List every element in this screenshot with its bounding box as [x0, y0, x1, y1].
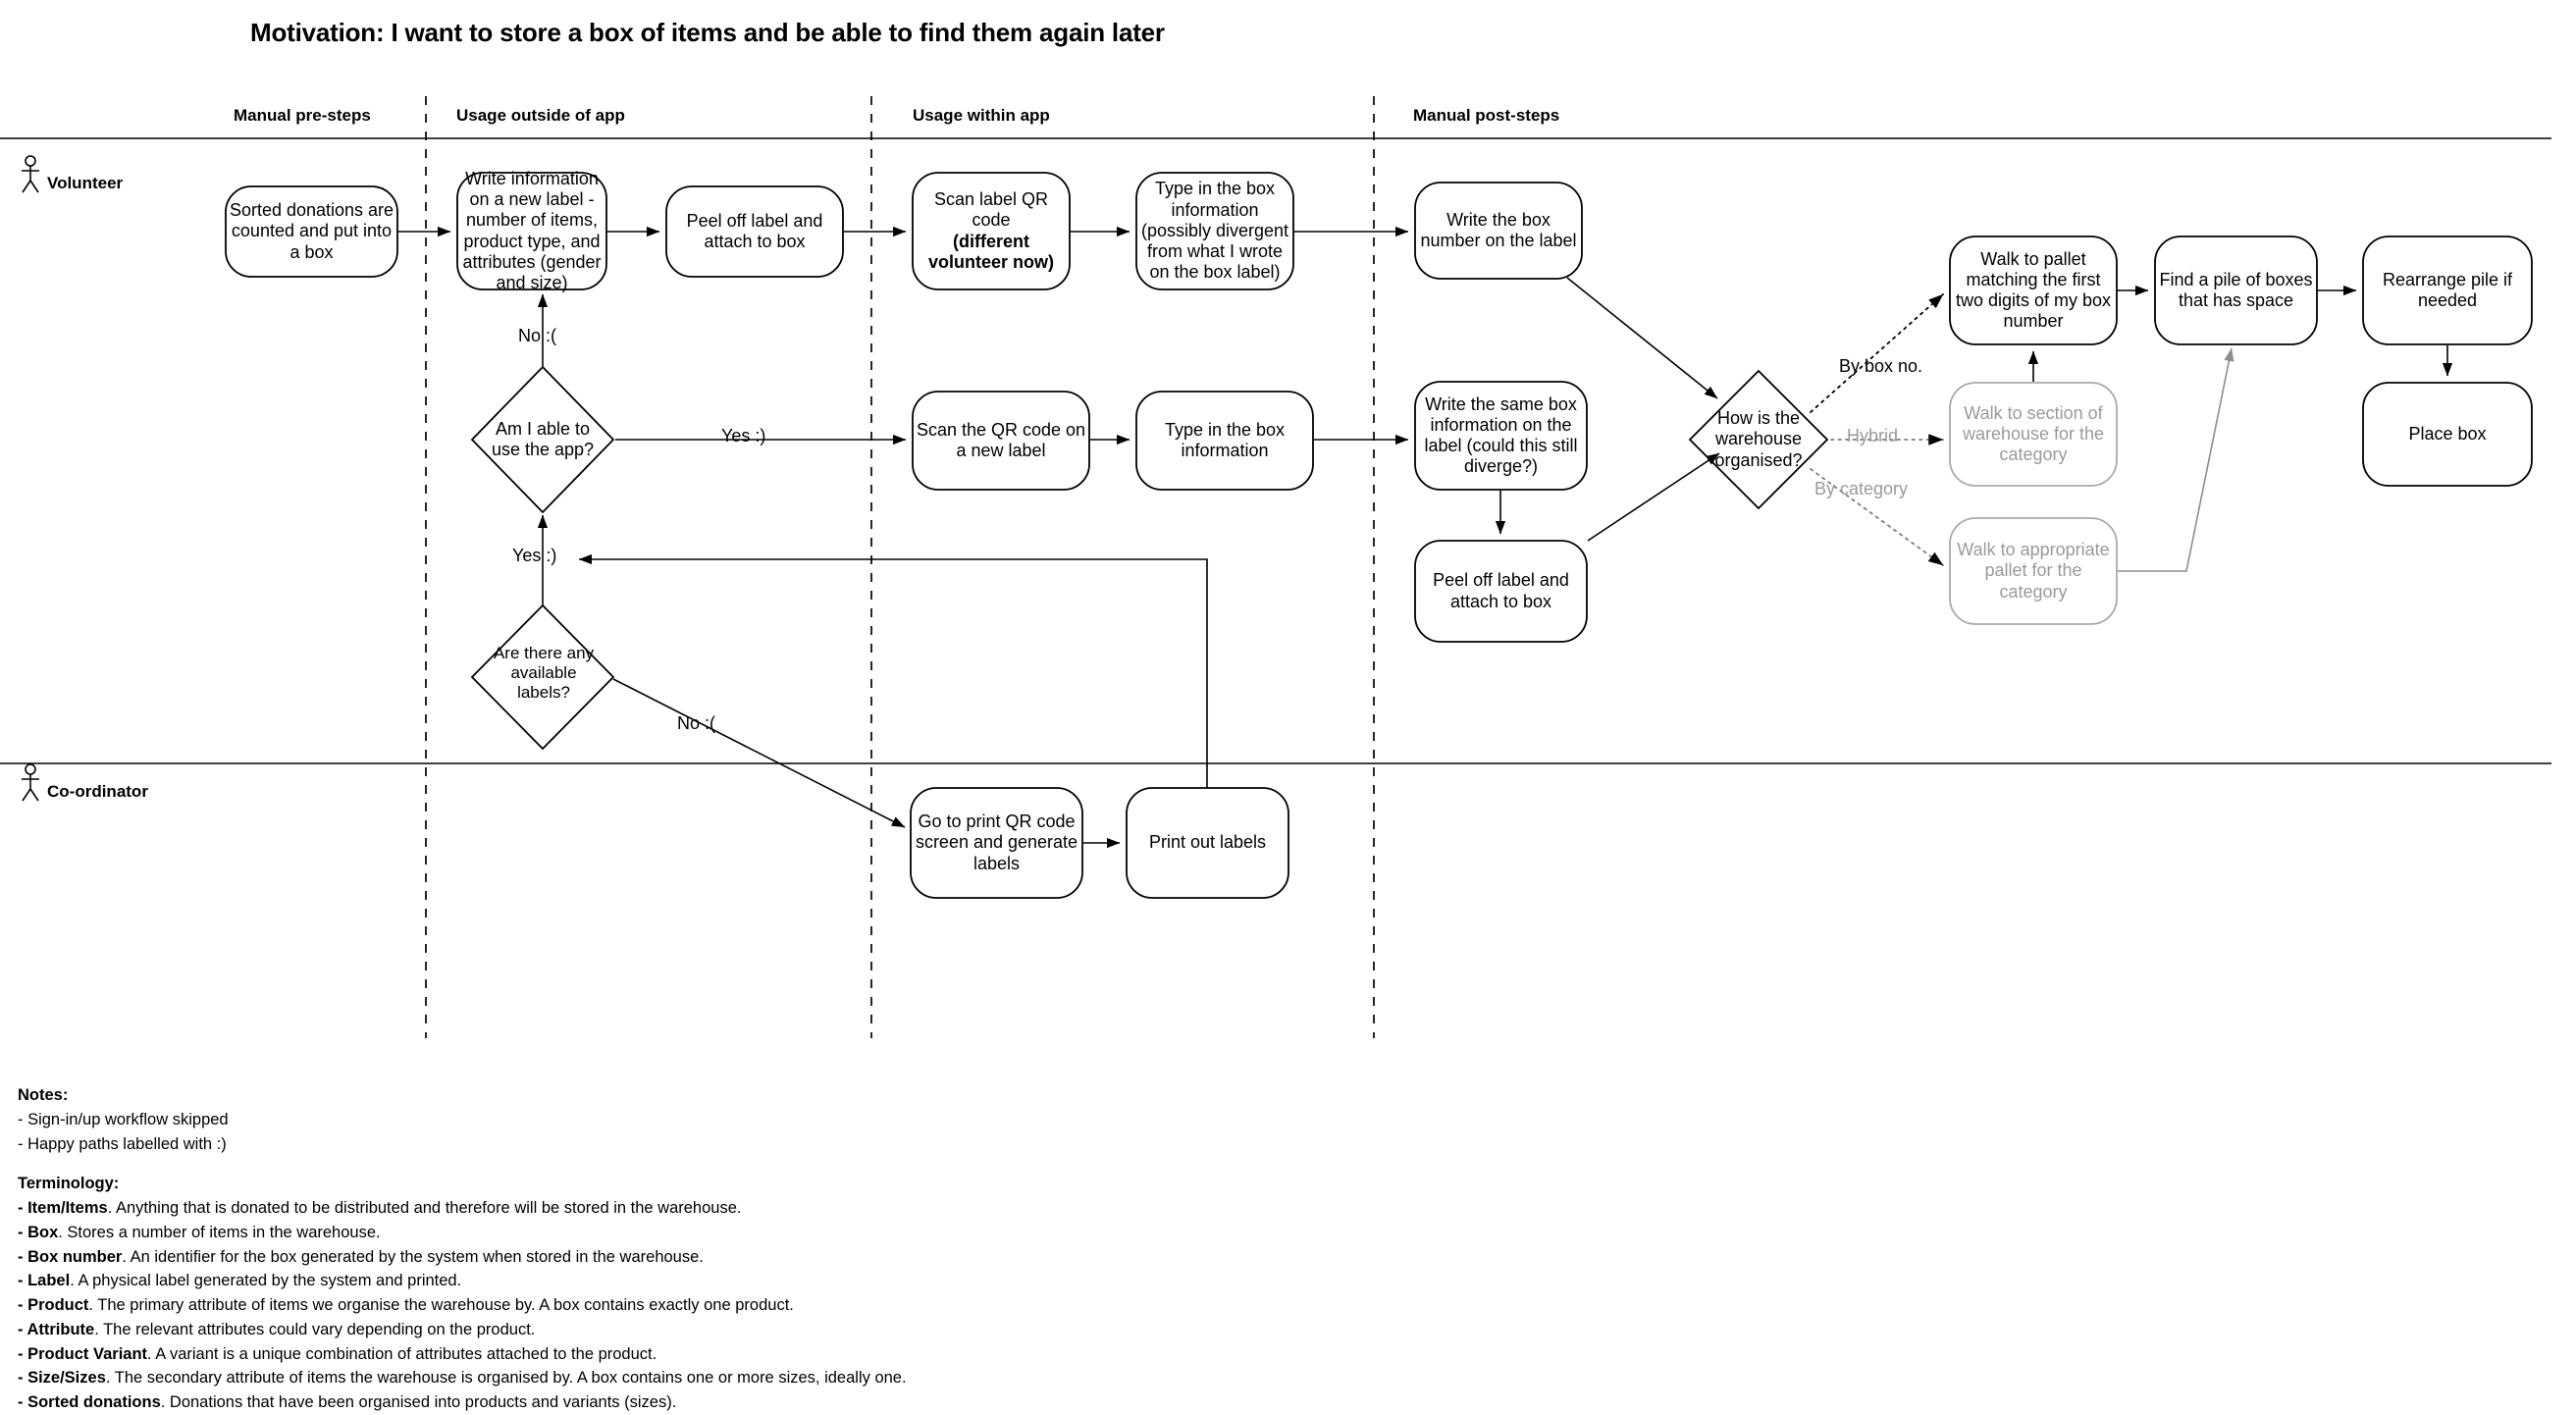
term-name: - Item/Items — [18, 1199, 108, 1217]
term-name: - Product Variant — [18, 1344, 148, 1363]
term-definition: . Stores a number of items in the wareho… — [58, 1223, 381, 1241]
column-header-manual-pre-steps: Manual pre-steps — [234, 106, 371, 125]
lane-label-volunteer: Volunteer — [47, 174, 124, 192]
terminology-item: - Product. The primary attribute of item… — [18, 1293, 907, 1318]
actor-icon-coordinator — [22, 763, 39, 802]
terminology-item: - Size/Sizes. The secondary attribute of… — [18, 1366, 907, 1390]
term-definition: . The secondary attribute of items the w… — [105, 1369, 907, 1388]
notes-block: Notes: - Sign-in/up workflow skipped - H… — [18, 1083, 907, 1415]
term-definition: . A variant is a unique combination of a… — [147, 1344, 657, 1363]
term-name: - Product — [18, 1296, 89, 1314]
edge-label-hybrid: Hybrid — [1847, 426, 1899, 445]
node-shape-write-box-number-on-label — [1414, 182, 1583, 280]
node-shape-scan-qr-code-on-new-label — [912, 391, 1090, 491]
node-shape-am-i-able-to-use-the-app — [470, 365, 615, 514]
node-shape-peel-off-label-attach-1 — [665, 185, 844, 278]
edge-peel2-to-how — [1587, 452, 1720, 542]
edge-writebox-to-how — [1566, 277, 1718, 399]
column-header-usage-within-app: Usage within app — [913, 106, 1050, 125]
terminology-item: - Box number. An identifier for the box … — [18, 1245, 907, 1270]
terminology-heading: Terminology: — [18, 1175, 120, 1193]
node-shape-type-in-box-information-divergent — [1135, 172, 1294, 290]
terminology-item: - Label. A physical label generated by t… — [18, 1269, 907, 1293]
node-shape-walk-to-pallet-matching — [1949, 236, 2118, 345]
edge-by-box-no — [1810, 293, 1944, 413]
node-shape-rearrange-pile-if-needed — [2362, 236, 2533, 345]
page-title: Motivation: I want to store a box of ite… — [250, 18, 1165, 47]
node-shape-find-a-pile-of-boxes — [2154, 236, 2318, 345]
terminology-item: - Box. Stores a number of items in the w… — [18, 1221, 907, 1245]
term-name: - Sorted donations — [18, 1393, 161, 1411]
edge-label-by-box-no: By box no. — [1839, 356, 1923, 376]
node-shape-write-same-box-information — [1414, 381, 1588, 491]
notes-heading: Notes: — [18, 1086, 69, 1104]
term-name: - Box — [18, 1223, 59, 1241]
node-shape-write-information-on-new-label — [456, 172, 607, 290]
notes-item: - Happy paths labelled with :) — [18, 1134, 227, 1153]
node-shape-sorted-donations — [225, 185, 398, 278]
edge-label-no-labels: No :( — [677, 713, 716, 733]
term-name: - Box number — [18, 1247, 123, 1266]
node-shape-place-box — [2362, 382, 2533, 487]
terminology-item: - Item/Items. Anything that is donated t… — [18, 1196, 907, 1221]
edge-printlabels-loop — [578, 553, 1208, 788]
node-shape-peel-off-label-attach-2 — [1414, 540, 1588, 643]
edge-appropriate-pallet-to-pile — [2118, 347, 2234, 572]
term-definition: . A physical label generated by the syst… — [70, 1272, 462, 1290]
term-name: - Attribute — [18, 1320, 95, 1338]
node-shape-type-in-box-information — [1135, 391, 1314, 491]
node-shape-walk-to-section-of-warehouse — [1949, 382, 2118, 487]
edge-label-by-category: By category — [1814, 479, 1909, 498]
term-definition: . Anything that is donated to be distrib… — [107, 1199, 742, 1217]
edge-label-yes-app: Yes :) — [721, 426, 766, 445]
notes-item: - Sign-in/up workflow skipped — [18, 1110, 229, 1128]
actor-icon-volunteer — [22, 155, 39, 193]
edge-label-yes-labels: Yes :) — [512, 546, 557, 565]
node-shape-walk-to-appropriate-pallet — [1949, 517, 2118, 625]
term-name: - Size/Sizes — [18, 1369, 106, 1388]
node-shape-print-out-labels — [1126, 787, 1289, 899]
terminology-item: - Attribute. The relevant attributes cou… — [18, 1318, 907, 1342]
column-header-manual-post-steps: Manual post-steps — [1413, 106, 1560, 125]
term-definition: . Donations that have been organised int… — [160, 1393, 677, 1411]
edge-label-no-app: No :( — [518, 326, 557, 345]
terminology-item: - Sorted donations. Donations that have … — [18, 1390, 907, 1415]
edge-labels-no — [612, 678, 906, 828]
term-name: - Label — [18, 1272, 71, 1290]
spacer — [18, 1156, 907, 1172]
node-shape-how-is-warehouse-organised — [1688, 369, 1829, 510]
term-definition: . The relevant attributes could vary dep… — [94, 1320, 536, 1338]
node-shape-scan-label-qr-code — [912, 172, 1071, 290]
lane-label-coordinator: Co-ordinator — [47, 782, 148, 801]
term-definition: . An identifier for the box generated by… — [122, 1247, 704, 1266]
edge-by-category — [1810, 468, 1944, 566]
node-shape-are-there-any-available-labels — [470, 603, 615, 751]
term-definition: . The primary attribute of items we orga… — [88, 1296, 794, 1314]
terminology-item: - Product Variant. A variant is a unique… — [18, 1342, 907, 1367]
column-header-usage-outside-app: Usage outside of app — [456, 106, 625, 125]
node-shape-go-to-print-qr-code-screen — [910, 787, 1083, 899]
